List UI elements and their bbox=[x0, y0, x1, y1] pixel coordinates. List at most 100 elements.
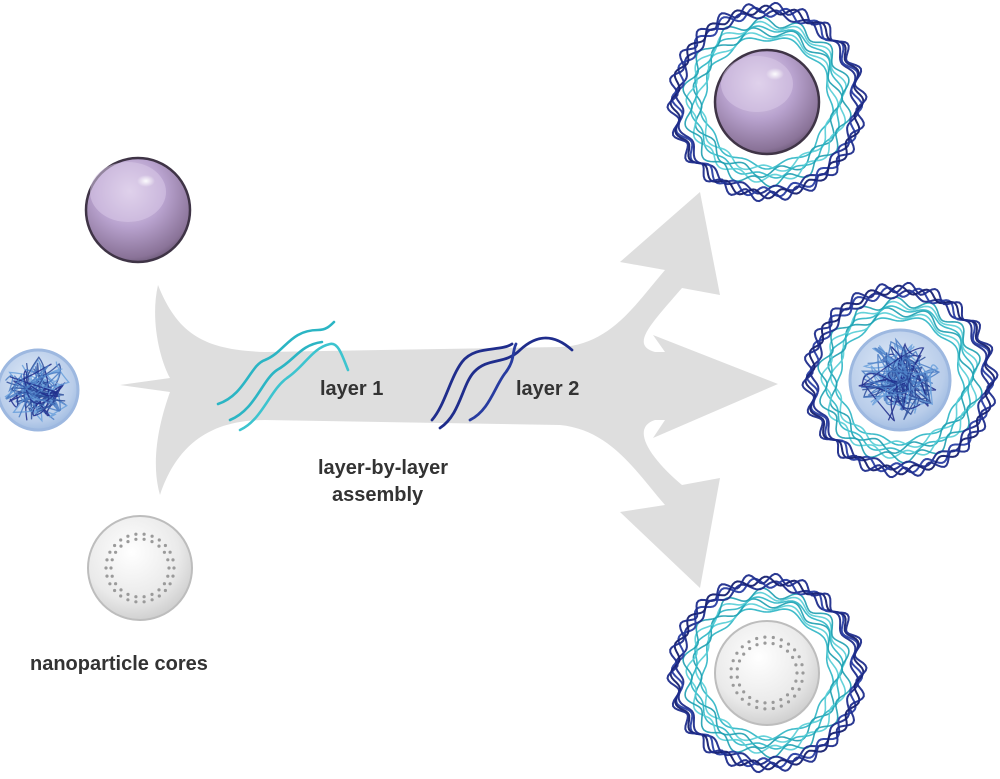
pore-dot bbox=[747, 640, 751, 644]
pore-dot bbox=[735, 651, 739, 655]
pore-dot bbox=[168, 582, 172, 586]
layer2-ring bbox=[805, 286, 995, 474]
layer1-ring bbox=[685, 20, 847, 183]
pore-dot bbox=[779, 638, 783, 642]
pore-dot bbox=[104, 566, 108, 570]
coated-polymer-particle-icon bbox=[801, 281, 999, 479]
pore-dot bbox=[167, 566, 171, 570]
pore-dot bbox=[108, 550, 112, 554]
pore-dot bbox=[786, 700, 791, 704]
pore-dot bbox=[735, 667, 739, 671]
pore-dot bbox=[740, 697, 744, 701]
polymer-strand bbox=[11, 387, 57, 413]
pore-dot bbox=[126, 598, 130, 602]
pore-dot bbox=[126, 540, 130, 544]
pore-dot bbox=[162, 550, 166, 554]
pore-dot bbox=[172, 566, 176, 570]
pore-dot bbox=[109, 566, 113, 570]
pore-dot bbox=[163, 588, 167, 593]
layer2-ring bbox=[666, 1, 868, 203]
pore-dot bbox=[794, 663, 798, 667]
pore-dot bbox=[763, 635, 767, 639]
layer1-ring bbox=[830, 312, 970, 448]
pore-dot bbox=[729, 667, 733, 671]
assembly-label-line2: assembly bbox=[332, 484, 424, 506]
pore-dot bbox=[166, 558, 170, 562]
pore-dot bbox=[747, 702, 751, 706]
pore-dot bbox=[797, 687, 801, 691]
solid-sphere-core-icon bbox=[84, 156, 192, 264]
pore-dot bbox=[748, 646, 752, 651]
pore-dot bbox=[742, 690, 746, 694]
pore-dot bbox=[157, 594, 161, 598]
pore-dot bbox=[105, 574, 109, 578]
pore-dot bbox=[134, 595, 138, 599]
pore-dot bbox=[735, 675, 739, 679]
layer1-ring bbox=[820, 300, 978, 459]
pore-dot bbox=[110, 558, 114, 562]
layer2-ring bbox=[801, 281, 999, 479]
pore-dot bbox=[114, 550, 118, 554]
polymer-strand bbox=[861, 347, 925, 410]
polymer-strand bbox=[25, 383, 63, 421]
mesoporous-core-icon bbox=[87, 515, 193, 621]
pore-dot bbox=[157, 544, 161, 548]
pore-dot bbox=[142, 600, 146, 604]
pore-dot bbox=[771, 706, 775, 711]
pore-dot bbox=[119, 588, 123, 592]
pore-dot bbox=[771, 700, 775, 705]
layer1-ring bbox=[695, 603, 839, 743]
polymer-strand bbox=[13, 371, 62, 406]
pore-dot bbox=[793, 648, 797, 652]
layer2-strands-icon bbox=[430, 336, 574, 430]
pore-dot bbox=[150, 540, 154, 544]
polymer-strand bbox=[860, 357, 929, 394]
pore-dot bbox=[134, 600, 138, 604]
pore-dot bbox=[171, 574, 175, 578]
layer1-ring bbox=[827, 307, 975, 455]
pore-dot bbox=[755, 636, 759, 641]
pore-dot bbox=[779, 704, 783, 708]
pore-dot bbox=[791, 687, 795, 691]
pore-dot bbox=[113, 543, 117, 548]
pore-dot bbox=[108, 582, 112, 586]
pore-dot bbox=[168, 550, 172, 554]
pore-dot bbox=[119, 544, 123, 548]
pore-dot bbox=[779, 698, 783, 702]
layer2-ring bbox=[670, 6, 864, 198]
pore-dot bbox=[110, 574, 114, 578]
pore-dot bbox=[763, 707, 767, 711]
pore-dot bbox=[779, 644, 783, 649]
pore-dot bbox=[126, 592, 130, 597]
pore-dot bbox=[142, 537, 146, 541]
pore-dot bbox=[748, 695, 752, 700]
pore-dot bbox=[797, 655, 801, 659]
pore-dot bbox=[801, 671, 805, 675]
layer1-ring bbox=[692, 598, 844, 750]
pore-dot bbox=[731, 683, 735, 687]
pore-dot bbox=[114, 582, 118, 586]
layer2-ring bbox=[670, 577, 864, 769]
pore-dot bbox=[163, 543, 167, 548]
pore-dot bbox=[113, 588, 117, 593]
pore-dot bbox=[150, 534, 154, 538]
layer1-strands-icon bbox=[216, 320, 350, 432]
coated-solid-particle-icon bbox=[666, 1, 868, 203]
pore-dot bbox=[157, 588, 161, 592]
pore-dot bbox=[791, 655, 795, 660]
pore-dot bbox=[793, 694, 797, 698]
layer1-ring bbox=[692, 27, 844, 179]
pore-dot bbox=[763, 701, 767, 705]
polymer-ball-core-icon bbox=[0, 348, 80, 432]
layer2-label: layer 2 bbox=[516, 378, 579, 400]
polymer-strand bbox=[864, 347, 921, 397]
pore-dot bbox=[742, 652, 746, 656]
pore-dot bbox=[794, 679, 798, 683]
cores-label: nanoparticle cores bbox=[30, 653, 208, 675]
pore-dot bbox=[737, 659, 742, 663]
coated-porous-particle-icon bbox=[666, 572, 868, 774]
pore-dot bbox=[800, 663, 804, 667]
pore-dot bbox=[150, 598, 154, 602]
pore-dot bbox=[755, 643, 759, 647]
pore-dot bbox=[142, 595, 146, 599]
